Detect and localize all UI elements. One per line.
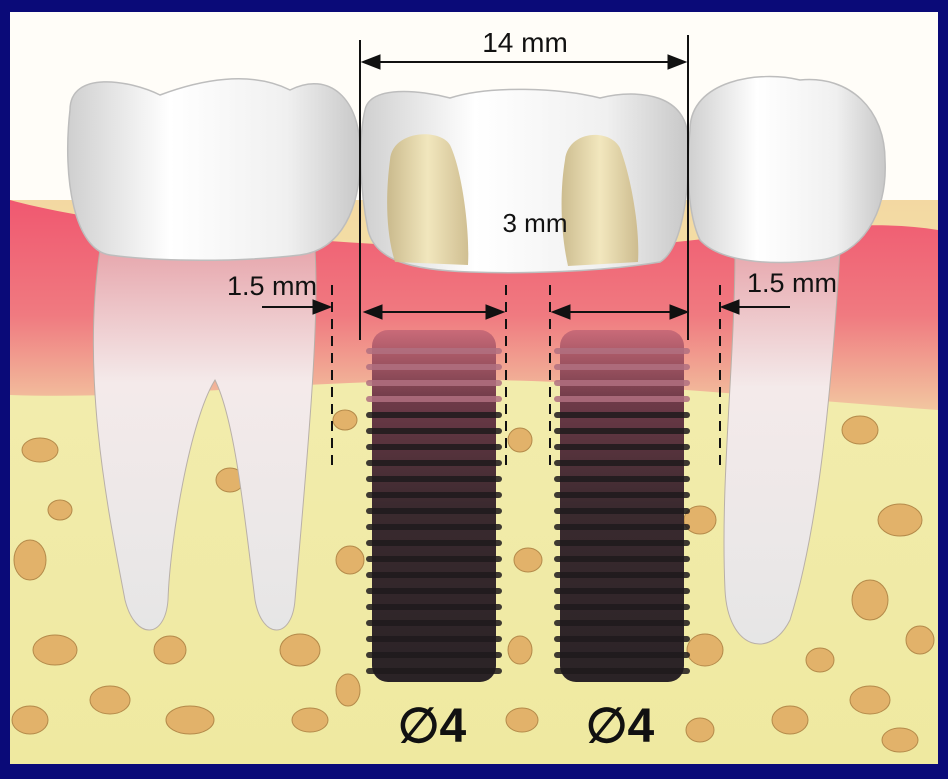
implant-crown-icon: [361, 89, 689, 272]
bone-spot: [878, 504, 922, 536]
implant-thread: [366, 428, 502, 434]
bone-spot: [166, 706, 214, 734]
implant-thread: [554, 652, 690, 658]
implant-thread: [366, 492, 502, 498]
bone-spot: [850, 686, 890, 714]
bone-spot: [12, 706, 48, 734]
implant-thread: [366, 540, 502, 546]
implant-thread: [554, 460, 690, 466]
bone-spot: [852, 580, 888, 620]
implant-thread: [366, 396, 502, 402]
bone-spot: [336, 674, 360, 706]
implant-thread: [366, 668, 502, 674]
implant-thread: [366, 460, 502, 466]
implant-thread: [554, 348, 690, 354]
implant-thread: [366, 572, 502, 578]
implant-thread: [366, 380, 502, 386]
implant-thread: [554, 556, 690, 562]
implant-thread: [554, 524, 690, 530]
implant-thread: [366, 588, 502, 594]
implant-right-diameter-label: ∅4: [586, 700, 655, 753]
implant-thread: [554, 668, 690, 674]
bone-spot: [48, 500, 72, 520]
bone-spot: [336, 546, 364, 574]
implant-thread: [554, 588, 690, 594]
bone-spot: [506, 708, 538, 732]
bone-spot: [14, 540, 46, 580]
bone-spot: [514, 548, 542, 572]
implant-thread: [554, 604, 690, 610]
implant-thread: [366, 364, 502, 370]
implant-thread: [366, 604, 502, 610]
implant-thread: [554, 428, 690, 434]
bone-spot: [686, 718, 714, 742]
implant-thread: [366, 444, 502, 450]
implant-thread: [366, 636, 502, 642]
crown-width-label: 14 mm: [482, 27, 568, 58]
right-gap-label: 1.5 mm: [747, 268, 837, 298]
bone-spot: [772, 706, 808, 734]
implant-thread: [554, 636, 690, 642]
implant-thread: [554, 492, 690, 498]
bone-spot: [508, 636, 532, 664]
implant-thread: [554, 508, 690, 514]
implant-thread: [366, 348, 502, 354]
implant-thread: [366, 524, 502, 530]
bone-spot: [280, 634, 320, 666]
bone-spot: [154, 636, 186, 664]
implant-thread: [366, 620, 502, 626]
bone-spot: [333, 410, 357, 430]
implant-thread: [554, 364, 690, 370]
bone-spot: [292, 708, 328, 732]
implant-thread: [366, 508, 502, 514]
implant-left-diameter-label: ∅4: [398, 700, 467, 753]
bone-spot: [508, 428, 532, 452]
implant-thread: [366, 476, 502, 482]
implant-left: [366, 330, 502, 682]
left-gap-label: 1.5 mm: [227, 271, 317, 301]
implant-thread: [366, 556, 502, 562]
implant-thread: [554, 476, 690, 482]
implant-thread: [554, 380, 690, 386]
inter-implant-label: 3 mm: [503, 208, 568, 238]
bone-spot: [33, 635, 77, 665]
implant-right: [554, 330, 690, 682]
implant-thread: [554, 412, 690, 418]
bone-spot: [806, 648, 834, 672]
implant-thread: [554, 620, 690, 626]
implant-thread: [554, 444, 690, 450]
bone-spot: [906, 626, 934, 654]
implant-thread: [366, 652, 502, 658]
implant-thread: [366, 412, 502, 418]
implant-thread: [554, 572, 690, 578]
bone-spot: [842, 416, 878, 444]
bone-spot: [882, 728, 918, 752]
implant-thread: [554, 396, 690, 402]
implant-thread: [554, 540, 690, 546]
bone-spot: [687, 634, 723, 666]
bone-spot: [22, 438, 58, 462]
bone-spot: [90, 686, 130, 714]
